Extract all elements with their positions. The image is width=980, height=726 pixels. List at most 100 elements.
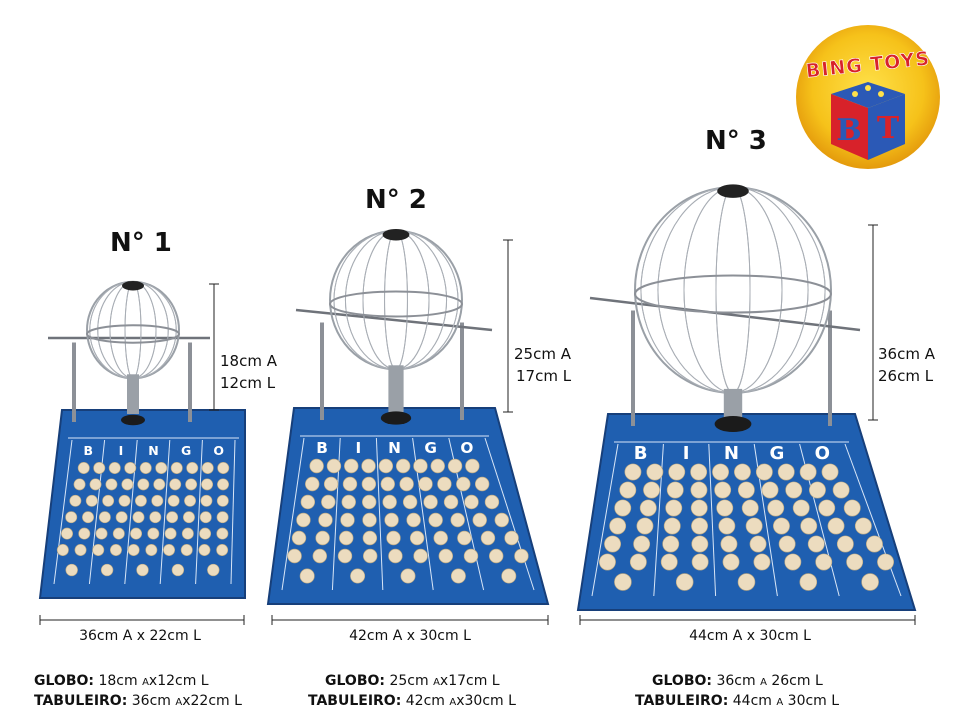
globe-meridian-1 bbox=[89, 281, 177, 379]
bingo-ball bbox=[350, 568, 366, 584]
bingo-ball bbox=[718, 517, 736, 535]
globe-meridian-2 bbox=[384, 230, 408, 370]
board-size-n3: 44cm A x 30cm L bbox=[689, 628, 811, 644]
bingo-ball bbox=[201, 478, 214, 491]
globe-ring-1 bbox=[86, 324, 180, 344]
bingo-ball bbox=[827, 517, 845, 535]
bingo-ball bbox=[792, 499, 810, 517]
globe-meridian-2 bbox=[344, 230, 448, 370]
board-size-n1: 36cm A x 22cm L bbox=[79, 628, 201, 644]
globe-meridian-2 bbox=[333, 230, 459, 370]
bingo-ball bbox=[438, 548, 453, 564]
bingo-ball bbox=[344, 458, 359, 474]
bingo-ball bbox=[406, 512, 421, 528]
bingo-ball bbox=[69, 494, 82, 507]
bingo-ball bbox=[832, 481, 850, 499]
bingo-ball bbox=[89, 478, 102, 491]
bingo-ball bbox=[807, 535, 825, 553]
spec-globo-sep-n2: A bbox=[433, 677, 440, 688]
bingo-ball bbox=[722, 553, 740, 571]
bingo-ball bbox=[149, 511, 162, 524]
spec-globo-label-n3: GLOBO: bbox=[652, 673, 712, 689]
board-letter-2: B bbox=[316, 439, 328, 457]
logo-letter-b: B bbox=[836, 113, 861, 148]
bingo-ball bbox=[105, 478, 118, 491]
bingo-ball bbox=[846, 553, 864, 571]
bingo-ball bbox=[720, 535, 738, 553]
bingo-ball bbox=[614, 499, 632, 517]
bingo-ball bbox=[843, 499, 861, 517]
spec-tab-label-n2: TABULEIRO: bbox=[308, 693, 402, 709]
bingo-ball bbox=[690, 481, 708, 499]
bingo-ball bbox=[666, 481, 684, 499]
bingo-ball bbox=[734, 463, 751, 481]
bingo-ball bbox=[217, 462, 230, 474]
bingo-ball bbox=[463, 548, 479, 564]
bingo-ball bbox=[386, 530, 401, 546]
bingo-ball bbox=[318, 512, 333, 528]
bingo-ball bbox=[409, 530, 425, 546]
globe-ring-2 bbox=[329, 290, 463, 318]
globe-width-n2: 17cm L bbox=[516, 367, 572, 385]
bingo-ball bbox=[629, 553, 647, 571]
spec-tab-a-n1: 36cm bbox=[131, 693, 171, 709]
board-letter-1: N bbox=[148, 443, 158, 458]
bingo-ball bbox=[433, 530, 448, 546]
bingo-ball bbox=[108, 462, 121, 474]
bingo-ball bbox=[315, 530, 330, 546]
board-letter-2: I bbox=[355, 439, 361, 457]
ball-cup-1 bbox=[121, 414, 145, 426]
bingo-ball bbox=[312, 548, 327, 564]
bingo-ball bbox=[691, 517, 708, 535]
bingo-ball bbox=[337, 548, 353, 564]
bingo-ball bbox=[599, 553, 616, 571]
globe-meridian-2 bbox=[344, 230, 448, 370]
bingo-ball bbox=[785, 481, 803, 499]
bingo-ball bbox=[342, 476, 358, 492]
board-letter-3: O bbox=[815, 443, 830, 464]
bingo-ball bbox=[309, 458, 324, 474]
bingo-ball bbox=[323, 476, 339, 492]
bingo-ball bbox=[339, 530, 354, 546]
bingo-ball bbox=[184, 494, 197, 507]
bingo-ball bbox=[472, 512, 487, 528]
bingo-ball bbox=[430, 458, 445, 474]
bingo-ball bbox=[778, 535, 796, 553]
spec-block-n2: GLOBO: 25cm Ax17cm L TABULEIRO: 42cm Ax3… bbox=[308, 672, 516, 712]
bingo-ball bbox=[413, 458, 428, 474]
bingo-ball bbox=[132, 511, 145, 524]
bingo-ball bbox=[65, 563, 78, 577]
bingo-ball bbox=[402, 494, 418, 510]
bingo-ball bbox=[474, 476, 490, 492]
bingo-ball bbox=[321, 494, 336, 510]
bingo-ball bbox=[691, 553, 709, 571]
board-column-line-2 bbox=[484, 437, 535, 591]
bingo-ball bbox=[418, 476, 433, 492]
bingo-ball bbox=[77, 462, 90, 474]
spec-tab-b-n2: x30cm L bbox=[456, 693, 516, 709]
bingo-ball bbox=[818, 499, 836, 517]
bingo-ball bbox=[201, 462, 214, 474]
bingo-ball bbox=[821, 463, 839, 481]
bingo-ball bbox=[216, 511, 229, 524]
spec-globo-a-n3: 36cm bbox=[716, 673, 756, 689]
bingo-ball bbox=[112, 527, 125, 540]
bingo-ball bbox=[185, 478, 198, 491]
bingo-ball bbox=[186, 462, 199, 474]
bingo-ball bbox=[619, 481, 637, 499]
bingo-ball bbox=[65, 511, 78, 524]
bingo-ball bbox=[362, 494, 377, 510]
bingo-ball bbox=[180, 544, 193, 556]
bingo-ball bbox=[836, 535, 854, 553]
board-letter-3: G bbox=[769, 443, 784, 464]
globe-meridian-3 bbox=[657, 186, 809, 394]
bingo-ball bbox=[423, 494, 438, 510]
spec-tab-a-n3: 44cm bbox=[732, 693, 772, 709]
board-letter-2: O bbox=[460, 439, 473, 457]
bingo-ball bbox=[73, 478, 86, 491]
bingo-ball bbox=[450, 512, 465, 528]
bingo-ball bbox=[199, 511, 212, 524]
bingo-ball bbox=[675, 573, 694, 591]
globe-meridian-3 bbox=[683, 186, 783, 394]
globe-axis-2 bbox=[295, 308, 493, 332]
